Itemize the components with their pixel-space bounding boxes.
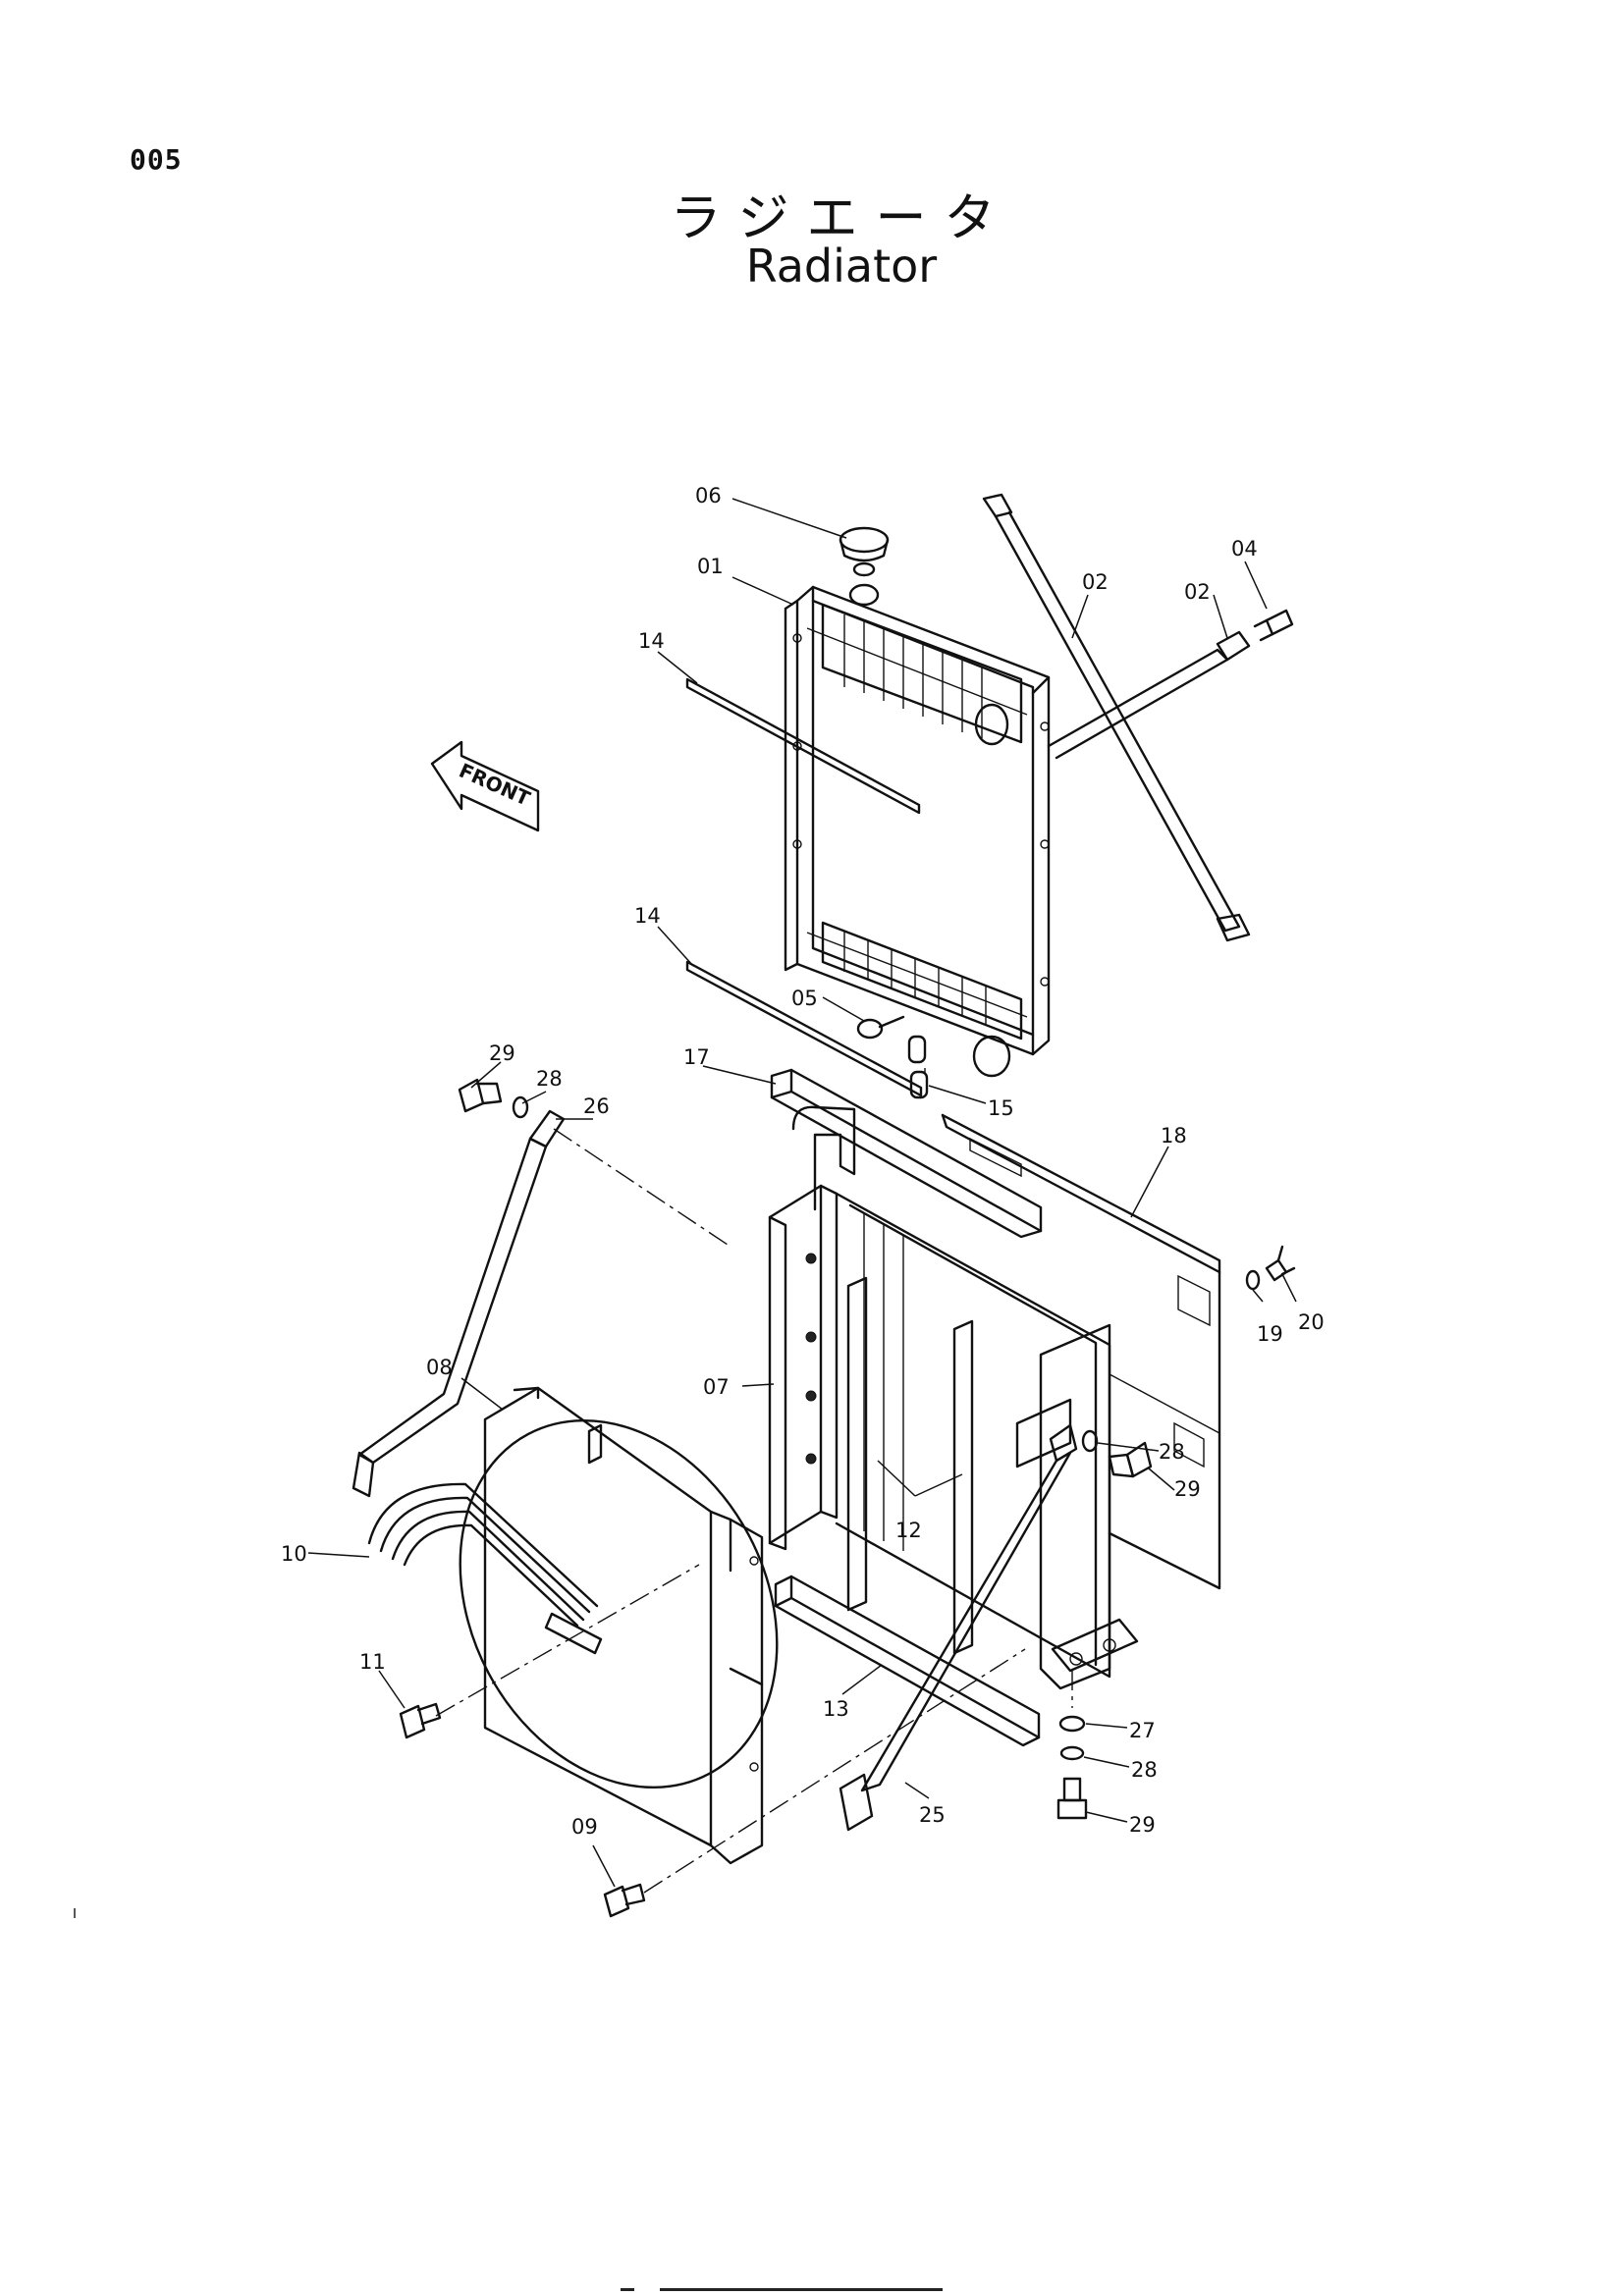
callout-11: 11: [359, 1650, 386, 1674]
bolt-29-bottom: [1056, 1777, 1088, 1820]
callout-01: 01: [697, 555, 724, 578]
bolt-04: [1253, 609, 1294, 642]
callout-07: 07: [703, 1375, 730, 1399]
stay-bar-26: [352, 1109, 566, 1498]
callout-29: 29: [489, 1041, 515, 1065]
callout-19: 19: [1257, 1322, 1283, 1346]
leader-lines: [307, 498, 1297, 1888]
bar-13: [774, 1575, 1041, 1747]
callout-17: 17: [683, 1045, 710, 1069]
seal-strip-14-upper: [685, 677, 921, 815]
seal-strip-14-lower: [685, 960, 923, 1097]
oil-cooler-frame: [768, 1105, 1139, 1690]
callout-29: 29: [1174, 1477, 1201, 1501]
callout-09: 09: [571, 1815, 598, 1839]
fan-shroud-08: [459, 1386, 779, 1865]
callout-26: 26: [583, 1095, 610, 1118]
washer-28-bottom: [1059, 1745, 1085, 1761]
callout-14: 14: [638, 629, 665, 653]
callout-12: 12: [895, 1519, 922, 1542]
callout-13: 13: [823, 1697, 849, 1721]
fan-guard-10: [367, 1482, 603, 1655]
callout-28: 28: [536, 1067, 563, 1091]
callout-25: 25: [919, 1803, 946, 1827]
washer-19: [1245, 1269, 1261, 1291]
callout-06: 06: [695, 484, 722, 507]
callout-27: 27: [1129, 1719, 1156, 1742]
page-number: 005: [130, 143, 183, 176]
callout-28: 28: [1159, 1440, 1185, 1464]
stay-bar-25: [839, 1423, 1078, 1832]
callouts: 06 01 02 04 02 14 14 05 15 17 29 28 26 1…: [281, 484, 1325, 1839]
footer-rule-long: [660, 2288, 943, 2291]
callout-20: 20: [1298, 1310, 1325, 1334]
radiator-cap: [839, 526, 890, 577]
assembly-lines: [435, 1068, 1073, 1894]
stay-rod-upper: [982, 493, 1251, 942]
bolt-09: [603, 1883, 646, 1918]
callout-14: 14: [634, 904, 661, 928]
washer-28-left: [512, 1095, 529, 1119]
callout-18: 18: [1161, 1124, 1187, 1148]
front-label: FRONT: [456, 759, 534, 811]
hose-15: [907, 1035, 929, 1099]
bolt-29-right: [1108, 1441, 1153, 1478]
seal-block-17: [770, 1068, 1043, 1239]
footer-rule-short: [621, 2288, 634, 2291]
radiator-core: [784, 583, 1051, 1078]
callout-05: 05: [791, 987, 818, 1010]
callout-08: 08: [426, 1356, 453, 1379]
washer-27: [1058, 1715, 1086, 1733]
callout-28: 28: [1131, 1758, 1158, 1782]
callout-04: 04: [1231, 537, 1258, 561]
callout-29: 29: [1129, 1813, 1156, 1837]
front-arrow: FRONT: [430, 740, 540, 832]
bolt-11: [399, 1702, 442, 1739]
washer-28-right: [1081, 1429, 1099, 1453]
bolt-29-left: [458, 1078, 503, 1113]
drain-cock-05: [856, 1015, 905, 1040]
page-title-japanese: ラジエータ: [670, 189, 1013, 248]
page-title: Radiator: [745, 240, 938, 293]
callout-10: 10: [281, 1542, 307, 1566]
screen-18: [941, 1113, 1221, 1590]
callout-15: 15: [988, 1096, 1014, 1120]
callout-02: 02: [1082, 570, 1109, 594]
wing-nut-20: [1265, 1245, 1296, 1282]
callout-02: 02: [1184, 580, 1211, 604]
